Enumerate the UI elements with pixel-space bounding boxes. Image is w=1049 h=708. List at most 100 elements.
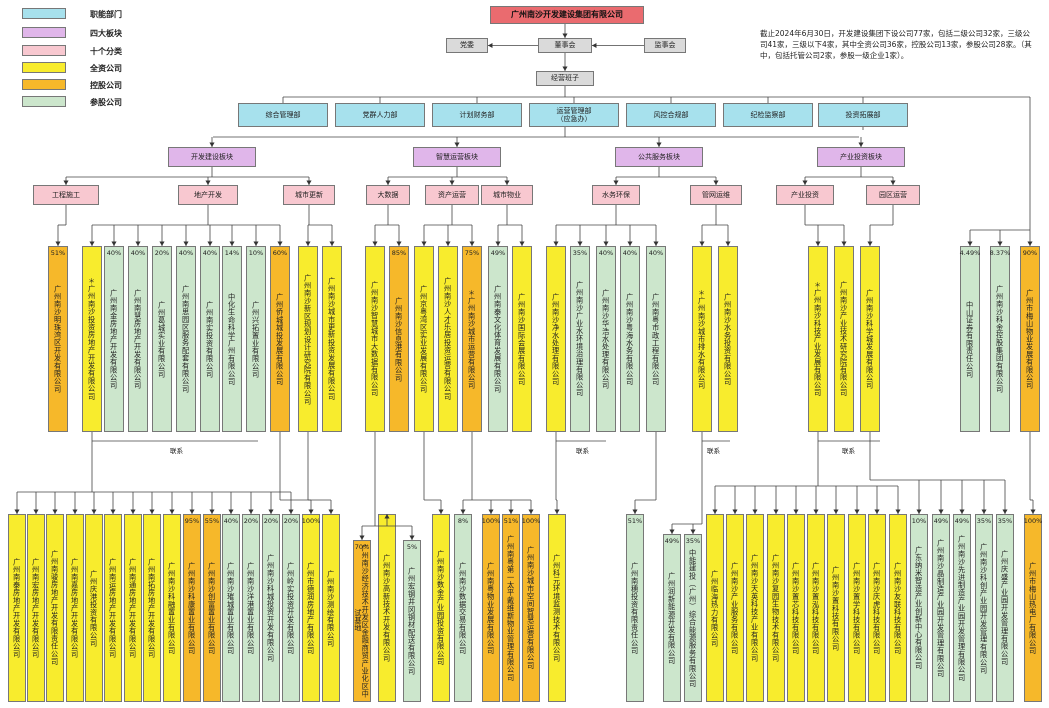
category-box: 地产开发 (178, 185, 238, 205)
level3-company: 广州南沙科城投资开发有限公司 (262, 514, 280, 702)
stake-percent: 70% (354, 543, 370, 551)
arrowhead (854, 509, 860, 514)
level3-company: 广州宏钢井冈钢材配送有限公司 (403, 540, 421, 702)
arrowhead (52, 509, 58, 514)
arrowhead (55, 241, 61, 246)
summary-note: 截止2024年6月30日，开发建设集团下设公司77家，包括二级公司32家，三级公… (760, 29, 1032, 60)
stake-percent: 49% (933, 517, 949, 525)
category-box: 管网运维 (690, 185, 742, 205)
category-box: 大数据 (366, 185, 410, 205)
arrowhead (519, 241, 525, 246)
level2-company: 中化生命科学广州有限公司 (222, 246, 242, 432)
arrowhead (130, 509, 136, 514)
level3-company: 广州南运房地产开发有限公司 (104, 514, 122, 702)
level3-company: 广州南沙科康置业有限公司 (183, 514, 201, 702)
arrowhead (159, 241, 165, 246)
arrowhead (33, 509, 39, 514)
level3-company: 广州临海热力有限公司 (706, 514, 724, 702)
link-label: 联系 (842, 447, 855, 455)
arrowhead (495, 241, 501, 246)
legend-label: 十个分类 (90, 47, 122, 56)
link-label: 联系 (707, 447, 720, 455)
level3-company: 广州南沙经济技术开发区金融商贸产业化区中试基地 (353, 540, 371, 702)
arrowhead (713, 180, 719, 185)
level3-company: 广州南沙数金产业园投资有限公司 (432, 514, 450, 702)
arrowhead (562, 66, 568, 71)
arrowhead (385, 180, 391, 185)
arrowhead (1002, 509, 1008, 514)
legend-swatch (22, 8, 66, 19)
level2-company: 广州南沙科金控股集团有限公司 (990, 246, 1010, 432)
arrowhead (248, 509, 254, 514)
level2-company: 广州南实投资有限公司 (200, 246, 220, 432)
category-box: 工程施工 (33, 185, 99, 205)
level3-company: 广州南沙置学科技有限公司 (848, 514, 866, 702)
level2-company: 广州南粤市政工程有限公司 (646, 246, 666, 432)
stake-percent: 40% (648, 249, 664, 257)
arrowhead (306, 180, 312, 185)
level3-company: 广州南沙数据交易有限公司 (454, 514, 472, 702)
legend-label: 控股公司 (90, 81, 122, 90)
arrowhead (562, 33, 568, 38)
sector-box: 产业投资板块 (817, 147, 905, 167)
level2-company: 广州南沙信息港有限公司 (389, 246, 409, 432)
legend-swatch (22, 96, 66, 107)
arrowhead (656, 142, 662, 147)
arrowhead (1030, 509, 1036, 514)
arrowhead (554, 509, 560, 514)
arrowhead (209, 142, 215, 147)
category-box: 城市物业 (481, 185, 533, 205)
level3-company: 广州南沙科创产业园开发管理有限公司 (975, 514, 993, 702)
arrowhead (253, 241, 259, 246)
arrowhead (189, 509, 195, 514)
stake-percent: 4.49% (959, 249, 981, 257)
level3-company: 广州南宏房地产开发有限公司 (27, 514, 45, 702)
arrowhead (110, 509, 116, 514)
arrowhead (508, 509, 514, 514)
arrowhead (469, 241, 475, 246)
level3-company: 广州市德润房地产有限公司 (302, 514, 320, 702)
arrowhead (732, 509, 738, 514)
level2-company: 广州京粤湾区实业发展有限公司 (414, 246, 434, 432)
link-label: 联系 (170, 447, 183, 455)
level3-company: 广州南拓房地产开发有限公司 (143, 514, 161, 702)
level2-company: 广州南沙国际会展有限公司 (512, 246, 532, 432)
level2-company: 广州南沙粤海水务有限公司 (620, 246, 640, 432)
level3-company: 广州南沙友联科技有限公司 (889, 514, 907, 702)
arrowhead (895, 509, 901, 514)
level3-company: 广州南粤物业发展有限公司 (482, 514, 500, 702)
arrowhead (858, 142, 864, 147)
level2-company: 广州南沙水务投资有限公司 (718, 246, 738, 432)
stake-percent: 40% (130, 249, 146, 257)
arrowhead (627, 241, 633, 246)
arrowhead (228, 509, 234, 514)
level2-company: 广州市梅山物业发展有限公司 (1020, 246, 1040, 432)
stake-percent: 51% (627, 517, 643, 525)
sector-box: 智慧运营板块 (413, 147, 501, 167)
level2-company: 广州南慧房地产开发有限公司 (128, 246, 148, 432)
level3-company: 广州南沙测绘有限公司 (322, 514, 340, 702)
level2-company: 广州南沙华浩水处理有限公司 (596, 246, 616, 432)
level3-company: 广州南沙创富置业有限公司 (203, 514, 221, 702)
arrowhead (205, 180, 211, 185)
dept-box: 投资拓展部 (818, 103, 908, 127)
category-box: 园区运营 (866, 185, 920, 205)
arrowhead (802, 180, 808, 185)
arrowhead (454, 142, 460, 147)
level3-company: 广州南沙产业服务有限公司 (726, 514, 744, 702)
arrowhead (89, 241, 95, 246)
stake-percent: 60% (272, 249, 288, 257)
arrowhead (725, 241, 731, 246)
board-of-directors: 董事会 (538, 38, 592, 53)
arrowhead (967, 241, 973, 246)
party-committee: 党委 (446, 38, 488, 53)
level2-company: 广州侨城城投发展有限公司 (270, 246, 290, 432)
arrowhead (305, 241, 311, 246)
arrowhead (690, 529, 696, 534)
arrowhead (841, 241, 847, 246)
stake-percent: 8% (457, 517, 469, 525)
stake-percent: 40% (106, 249, 122, 257)
level3-company: 广州岭实投资开发有限公司 (282, 514, 300, 702)
arrowhead (460, 509, 466, 514)
stake-percent: 35% (572, 249, 588, 257)
